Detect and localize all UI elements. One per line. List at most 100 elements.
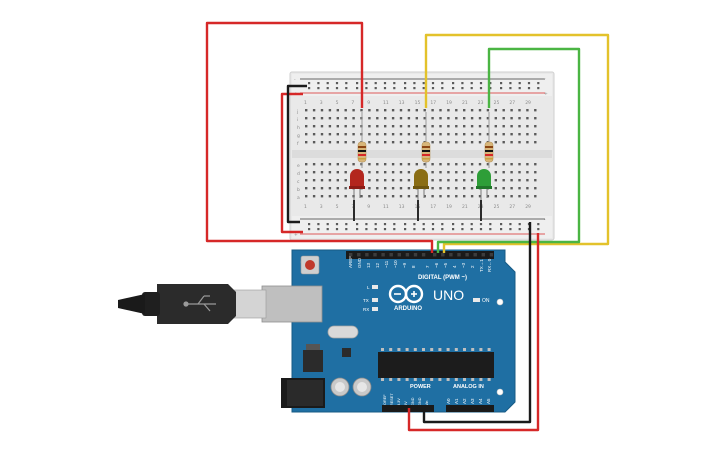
- hole: [305, 141, 308, 144]
- row-letters-bottom: e d c b a: [297, 164, 300, 201]
- hole: [335, 87, 339, 90]
- hole: [494, 109, 497, 112]
- hole: [510, 109, 513, 112]
- hole: [368, 171, 371, 174]
- pin-label: 2: [470, 265, 475, 268]
- hole: [439, 125, 442, 128]
- row-letter: i: [297, 117, 298, 123]
- hole: [455, 117, 458, 120]
- hole: [399, 171, 403, 174]
- atmega-chip: [378, 348, 494, 381]
- power-label: POWER: [410, 384, 431, 390]
- hole: [389, 348, 393, 351]
- hole: [470, 133, 474, 136]
- hole: [344, 125, 347, 128]
- hole: [397, 378, 401, 381]
- hole: [502, 187, 505, 190]
- hole: [470, 223, 473, 226]
- row-letter: b: [297, 187, 300, 193]
- hole: [383, 87, 387, 90]
- hole: [308, 223, 311, 226]
- hole: [360, 195, 363, 198]
- hole: [494, 117, 497, 120]
- hole: [439, 195, 442, 198]
- column-number: 1: [304, 100, 307, 106]
- yellow-wire: [424, 33, 610, 253]
- hole: [534, 109, 537, 112]
- hole: [463, 109, 466, 112]
- hole: [431, 195, 434, 198]
- column-number: 11: [383, 100, 389, 106]
- hole: [389, 253, 393, 257]
- rail-minus-label-right: -: [544, 77, 546, 82]
- hole: [393, 223, 396, 226]
- hole: [352, 109, 355, 112]
- hole: [447, 141, 450, 144]
- hole: [336, 109, 339, 112]
- hole: [384, 179, 387, 182]
- hole: [486, 117, 490, 120]
- hole: [502, 141, 505, 144]
- hole: [404, 223, 407, 226]
- hole: [439, 187, 442, 190]
- rail-minus-label: -: [294, 78, 296, 83]
- hole: [413, 82, 416, 85]
- hole: [320, 187, 324, 190]
- column-number: 11: [383, 204, 389, 210]
- hole: [454, 378, 458, 381]
- pin-label: ~6: [434, 262, 439, 268]
- hole: [407, 179, 411, 182]
- hole: [534, 117, 537, 120]
- hole: [431, 109, 434, 112]
- hole: [487, 378, 491, 381]
- column-number: 13: [399, 100, 405, 106]
- hole: [399, 117, 403, 120]
- hole: [305, 171, 308, 174]
- hole: [376, 117, 379, 120]
- hole: [463, 163, 466, 166]
- column-number: 5: [336, 204, 339, 210]
- hole: [502, 133, 505, 136]
- column-number: 25: [494, 100, 500, 106]
- onboard-leds: L TX RX: [363, 285, 378, 312]
- hole: [534, 179, 537, 182]
- hole: [537, 228, 540, 231]
- hole: [481, 253, 485, 257]
- hole: [518, 195, 521, 198]
- hole: [510, 117, 513, 120]
- hole: [463, 117, 466, 120]
- hole: [478, 163, 482, 166]
- hole: [494, 179, 497, 182]
- hole: [461, 82, 464, 85]
- hole: [405, 378, 409, 381]
- hole: [463, 179, 466, 182]
- hole: [518, 133, 521, 136]
- hole: [413, 223, 416, 226]
- hole: [439, 163, 442, 166]
- hole: [312, 187, 316, 190]
- hole: [344, 141, 347, 144]
- hole: [431, 187, 434, 190]
- hole: [312, 117, 316, 120]
- hole: [365, 223, 368, 226]
- hole: [305, 117, 308, 120]
- hole: [439, 141, 442, 144]
- hole: [352, 133, 355, 136]
- hole: [479, 228, 483, 231]
- hole: [391, 125, 395, 128]
- hole: [447, 171, 450, 174]
- hole: [308, 228, 311, 231]
- hole: [393, 228, 396, 231]
- hole: [537, 82, 540, 85]
- hole: [441, 223, 444, 226]
- hole: [447, 179, 450, 182]
- hole: [360, 109, 363, 112]
- hole: [441, 253, 445, 257]
- hole: [478, 133, 482, 136]
- hole: [399, 179, 403, 182]
- reset-button[interactable]: [300, 255, 320, 275]
- hole: [489, 223, 492, 226]
- hole: [384, 163, 387, 166]
- hole: [308, 82, 311, 85]
- hole: [494, 133, 497, 136]
